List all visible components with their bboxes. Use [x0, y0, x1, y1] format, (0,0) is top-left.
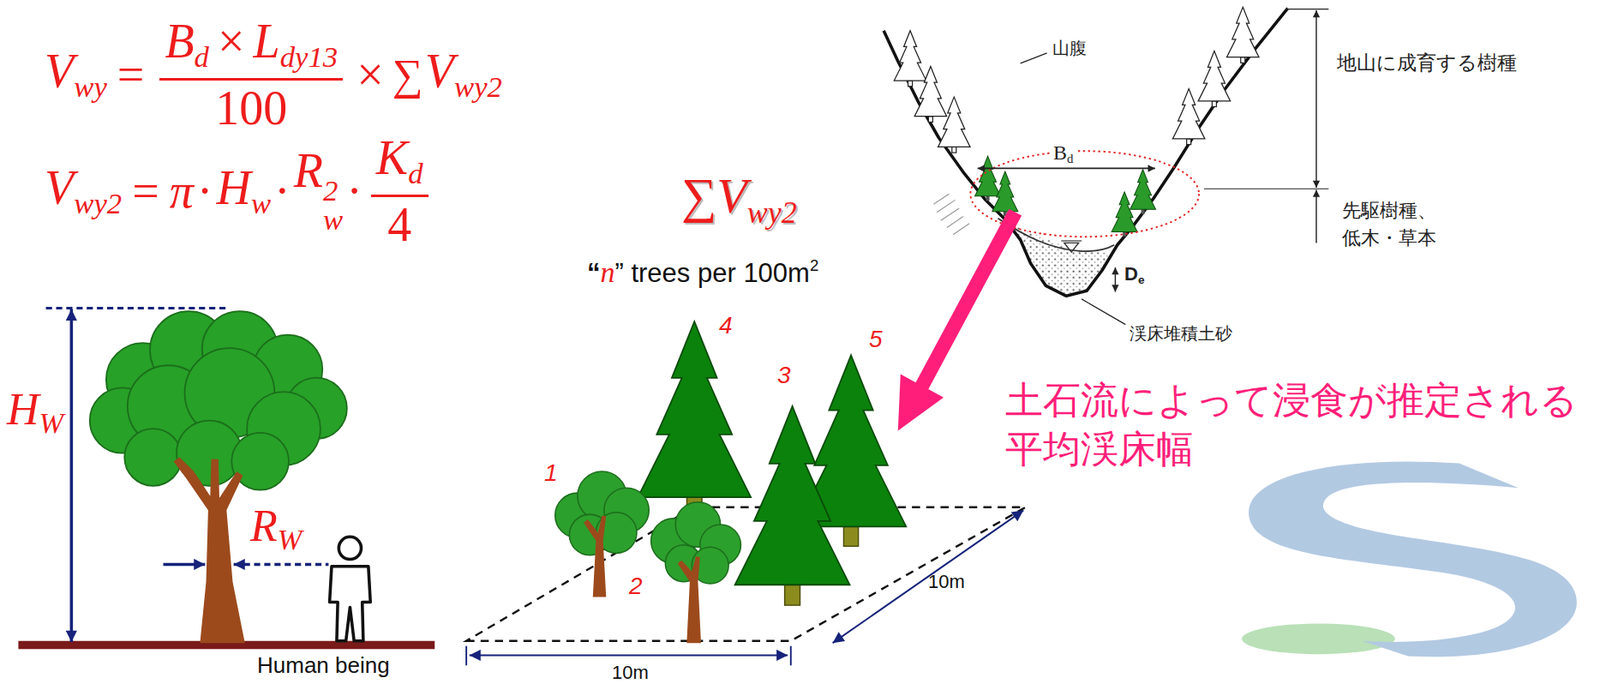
formula-subscript: wy2 [454, 70, 503, 104]
quote-mark: “ [587, 257, 601, 288]
formula: Vwy2=π·Hw·R2w·Kd4 [44, 133, 434, 249]
river-logo [1241, 461, 1577, 658]
part-label: 先駆樹種、 低木・草本 [1342, 199, 1437, 249]
depth-subscript: e [1138, 273, 1145, 287]
dimension-label: 10m [928, 572, 965, 592]
formula-operator: = [117, 50, 145, 99]
callout-number: 3 [777, 363, 792, 388]
formula-number: 4 [387, 197, 412, 252]
formula-group: R2w [293, 146, 343, 236]
formula-operator: · [346, 167, 363, 216]
formula-operator: × [217, 14, 246, 68]
formula-variable: H [215, 161, 251, 215]
sum-sign: ∑ [681, 167, 717, 224]
formula-variable: V [716, 167, 747, 224]
formula-variable: V [44, 44, 74, 98]
figure-caption: Human being [257, 652, 390, 678]
formula-variable: V [44, 161, 74, 215]
callout-number: 3 [777, 361, 792, 389]
formula-operator: = [131, 167, 160, 216]
dimension-label: 10m [611, 661, 649, 684]
formula-subscript: wy2 [747, 195, 798, 230]
formula-subscript: W [39, 406, 65, 439]
formula-operator: × [356, 50, 384, 99]
sum-sign: ∑ [392, 53, 424, 96]
fraction-denominator: 100 [215, 80, 288, 132]
formula-superscript: 2 [323, 176, 343, 207]
formula-subscript: d [194, 40, 210, 74]
callout-number: 5 [868, 327, 883, 352]
pink-arrow [898, 209, 1022, 432]
sum-label: ∑Vwy2 [681, 171, 798, 228]
part-label: 山腹 [1052, 37, 1087, 59]
formula-group: Vwy2 [44, 163, 122, 220]
dimension-label: 10m [611, 663, 649, 683]
formula-variable: H [6, 384, 40, 434]
tree-figure [17, 308, 435, 650]
depth-label: De [1124, 264, 1145, 287]
part-label: 渓床堆積土砂 [1129, 323, 1233, 344]
figure-caption: Human being [257, 653, 390, 678]
formula-subscript: wy [73, 70, 108, 104]
formula-operator: · [197, 167, 214, 216]
depth-symbol: D [1124, 263, 1139, 285]
note-text: ” trees per 100m [615, 257, 810, 288]
fraction-numerator: Bd×Ldy13 [159, 17, 343, 81]
formula-subscript: w [251, 186, 271, 221]
plot-figure [466, 321, 1025, 666]
part-label: 地山に成育する樹種 [1336, 51, 1517, 76]
part-label: 渓床堆積土砂 [1129, 323, 1233, 344]
formula-subscript: W [277, 522, 303, 556]
superscript: 2 [809, 256, 819, 275]
dimension-label: 10m [928, 570, 965, 593]
width-label: Bd [1050, 142, 1076, 166]
callout-number: 4 [719, 313, 733, 338]
callout-number: 4 [719, 311, 733, 339]
formula-subscript: w [323, 205, 343, 236]
formula-variable: R [250, 501, 278, 551]
formula-group: Vwy [44, 47, 108, 103]
callout-note: 土石流によって浸食が推定される 平均渓床幅 [1005, 375, 1587, 474]
valley-cross-section [883, 6, 1329, 324]
formula-variable: B [164, 14, 194, 68]
variable-n: n [600, 256, 616, 288]
width-symbol: B [1053, 141, 1067, 164]
width-subscript: d [1066, 151, 1073, 166]
formula-symbol: π [169, 167, 194, 216]
formula-variable: L [253, 14, 281, 68]
callout-number: 2 [629, 574, 643, 599]
part-label: 地山に成育する樹種 [1336, 51, 1517, 74]
radius-label: RW [250, 503, 302, 555]
height-label: HW [6, 387, 64, 438]
callout-note: 土石流によって浸食が推定される 平均渓床幅 [1005, 377, 1578, 471]
formula-group: Vwy2 [425, 47, 503, 103]
formula-variable: K [376, 131, 408, 185]
callout-number: 1 [544, 459, 558, 486]
formula-subscript: wy2 [73, 186, 122, 221]
fraction: Bd×Ldy13100 [159, 17, 343, 132]
formula-variable: R [293, 143, 324, 198]
callout-number: 2 [629, 572, 643, 600]
part-label: 山腹 [1052, 37, 1087, 59]
fraction: Kd4 [371, 133, 429, 249]
formula-subscript: d [407, 156, 423, 191]
formula-subscript: dy13 [280, 40, 339, 74]
callout-number: 5 [868, 325, 883, 353]
density-note: “n” trees per 100m2 [587, 255, 819, 291]
formula-number: 100 [215, 81, 288, 135]
formula-variable: V [425, 44, 455, 98]
formula-script-stack: 2w [323, 176, 343, 236]
formula-operator: · [274, 167, 291, 216]
fraction-denominator: 4 [387, 197, 412, 249]
formula-group: Hw [215, 163, 271, 220]
callout-number: 1 [544, 461, 558, 486]
part-label: 先駆樹種、 低木・草本 [1342, 197, 1445, 252]
formula: Vwy=Bd×Ldy13100×∑Vwy2 [44, 17, 503, 132]
fraction-numerator: Kd [371, 133, 429, 198]
